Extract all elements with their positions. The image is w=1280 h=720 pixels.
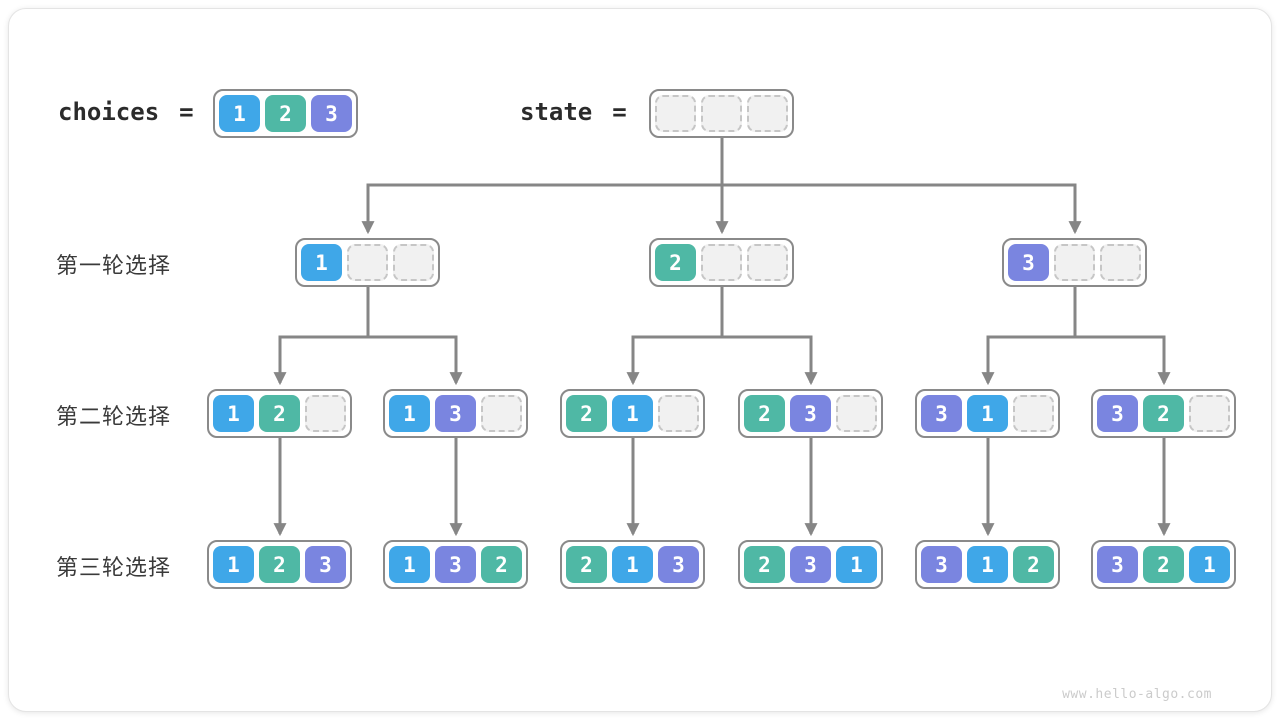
cell: [1013, 395, 1054, 432]
cell: [1189, 395, 1230, 432]
choices-equals: =: [179, 98, 194, 126]
state-equals: =: [612, 98, 627, 126]
cell: [481, 395, 522, 432]
cell: [747, 244, 788, 281]
choices-label-group: choices =: [58, 98, 194, 126]
round3-label: 第三轮选择: [56, 556, 172, 581]
cell: 1: [213, 395, 254, 432]
cell: 3: [921, 546, 962, 583]
cell: 2: [481, 546, 522, 583]
cell: [1100, 244, 1141, 281]
state-cell: [701, 95, 742, 132]
round3-node-6: 3 2 1: [1091, 540, 1236, 589]
cell: [1054, 244, 1095, 281]
round3-node-2: 1 3 2: [383, 540, 528, 589]
cell: 2: [744, 546, 785, 583]
cell: [836, 395, 877, 432]
choices-cell: 2: [265, 95, 306, 132]
cell: 2: [655, 244, 696, 281]
cell: 3: [1097, 395, 1138, 432]
cell: 1: [213, 546, 254, 583]
cell: 2: [1143, 546, 1184, 583]
state-box: [649, 89, 794, 138]
cell: 2: [566, 395, 607, 432]
cell: 3: [790, 546, 831, 583]
round1-node-1: 1: [295, 238, 440, 287]
cell: 2: [566, 546, 607, 583]
round2-label: 第二轮选择: [56, 405, 172, 430]
cell: 3: [1097, 546, 1138, 583]
cell: 3: [1008, 244, 1049, 281]
cell: 2: [744, 395, 785, 432]
round1-node-2: 2: [649, 238, 794, 287]
cell: 3: [305, 546, 346, 583]
cell: 1: [612, 395, 653, 432]
round2-node-6: 3 2: [1091, 389, 1236, 438]
choices-cell: 3: [311, 95, 352, 132]
round2-node-2: 1 3: [383, 389, 528, 438]
cell: 1: [967, 546, 1008, 583]
cell: [393, 244, 434, 281]
cell: [658, 395, 699, 432]
cell: 3: [435, 395, 476, 432]
cell: 2: [1143, 395, 1184, 432]
round1-node-3: 3: [1002, 238, 1147, 287]
state-cell: [655, 95, 696, 132]
cell: 3: [790, 395, 831, 432]
round3-node-5: 3 1 2: [915, 540, 1060, 589]
cell: 2: [259, 395, 300, 432]
round3-node-4: 2 3 1: [738, 540, 883, 589]
cell: 2: [259, 546, 300, 583]
round3-node-3: 2 1 3: [560, 540, 705, 589]
state-cell: [747, 95, 788, 132]
round2-node-5: 3 1: [915, 389, 1060, 438]
cell: 1: [1189, 546, 1230, 583]
choices-label: choices: [58, 98, 160, 126]
cell: 1: [389, 546, 430, 583]
cell: 3: [435, 546, 476, 583]
cell: 1: [389, 395, 430, 432]
round3-node-1: 1 2 3: [207, 540, 352, 589]
cell: 1: [301, 244, 342, 281]
choices-box: 1 2 3: [213, 89, 358, 138]
watermark: www.hello-algo.com: [1062, 687, 1212, 702]
state-label: state: [520, 98, 593, 126]
choices-cell: 1: [219, 95, 260, 132]
cell: 3: [658, 546, 699, 583]
cell: 1: [967, 395, 1008, 432]
cell: [701, 244, 742, 281]
round1-label: 第一轮选择: [56, 254, 172, 279]
cell: 2: [1013, 546, 1054, 583]
round2-node-1: 1 2: [207, 389, 352, 438]
round2-node-4: 2 3: [738, 389, 883, 438]
state-label-group: state =: [520, 98, 627, 126]
cell: 1: [836, 546, 877, 583]
cell: 1: [612, 546, 653, 583]
cell: [305, 395, 346, 432]
cell: [347, 244, 388, 281]
round2-node-3: 2 1: [560, 389, 705, 438]
cell: 3: [921, 395, 962, 432]
